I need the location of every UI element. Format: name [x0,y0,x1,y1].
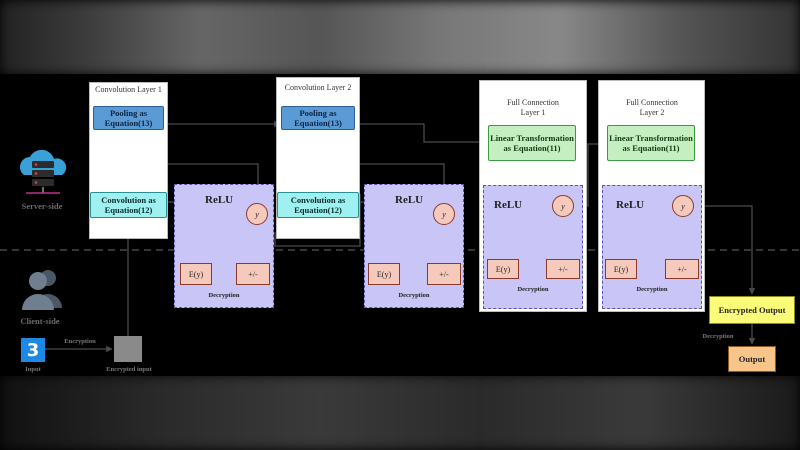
output-decryption-label: Decryption [702,333,734,340]
blurred-background-bottom [0,375,800,450]
relu-1-ey-node: E(y) [180,263,212,285]
relu-4-y-node: y [672,195,694,217]
server-side-label: Server-side [21,201,63,211]
relu-panel-2 [364,184,464,308]
input-digit-image: 3 [21,338,45,362]
relu-4-pm-node: +/- [665,259,699,279]
cloud-server-icon [14,149,70,199]
relu-1-pm-node: +/- [236,263,270,285]
input-label: Input [25,366,41,373]
relu-3-ey-node: E(y) [487,259,519,279]
relu-2-y-node: y [433,203,455,225]
relu-1-y-node: y [246,203,268,225]
user-icon [16,266,68,310]
relu-2-label: ReLU [395,194,424,206]
conv2-pooling-node: Pooling as Equation(13) [281,106,355,130]
relu-2-decryption-label: Decryption [398,292,430,299]
relu-1-decryption-label: Decryption [208,292,240,299]
architecture-diagram: Server-side Client-side 3 Input Encrypti… [0,74,800,376]
conv2-convolution-node: Convolution as Equation(12) [277,192,359,218]
conv1-pooling-node: Pooling as Equation(13) [93,106,164,130]
relu-3-label: ReLU [494,199,523,211]
full-connection-layer-1-title: Full Connection Layer 1 [507,98,559,117]
relu-3-pm-node: +/- [546,259,580,279]
relu-4-decryption-label: Decryption [636,286,668,293]
full-connection-layer-2-title: Full Connection Layer 2 [626,98,678,117]
relu-2-pm-node: +/- [427,263,461,285]
convolution-layer-2-title: Convolution Layer 2 [284,83,352,92]
relu-4-label: ReLU [616,199,645,211]
encrypted-output-node: Encrypted Output [709,296,795,324]
relu-1-label: ReLU [205,194,234,206]
relu-4-ey-node: E(y) [605,259,637,279]
relu-3-decryption-label: Decryption [517,286,549,293]
relu-2-ey-node: E(y) [368,263,400,285]
conv1-convolution-node: Convolution as Equation(12) [90,192,167,218]
fc1-linear-node: Linear Transformation as Equation(11) [488,125,576,161]
convolution-layer-1-title: Convolution Layer 1 [95,85,162,94]
fc2-linear-node: Linear Transformation as Equation(11) [607,125,695,161]
client-side-label: Client-side [20,316,60,326]
encrypted-input-label: Encrypted input [106,366,152,373]
blurred-background-top [0,0,800,75]
encrypted-input-image [114,336,142,362]
relu-3-y-node: y [552,195,574,217]
encryption-label: Encryption [64,338,96,345]
output-node: Output [728,346,776,372]
